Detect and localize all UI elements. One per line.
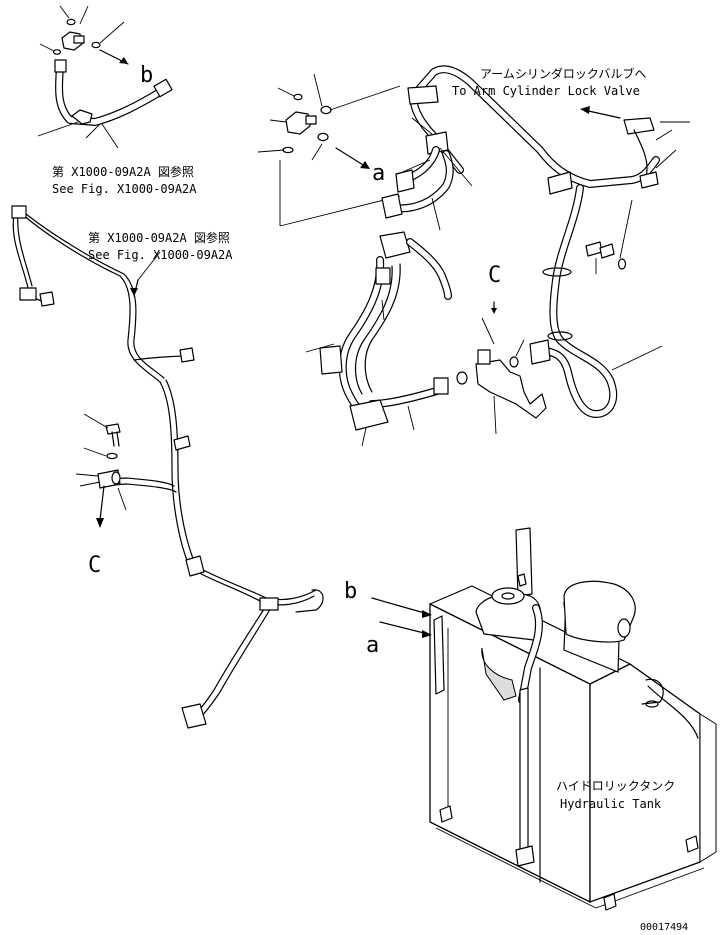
left-bolt-clamp-group: C [75, 413, 127, 578]
tank-note-jp: ハイドロリックタンク [556, 779, 675, 793]
label-c-right: C [488, 263, 501, 288]
label-a-top: a [372, 161, 385, 186]
ref-note-1-en: See Fig. X1000-09A2A [52, 182, 197, 196]
label-c-left: C [88, 553, 101, 578]
tank-note-en: Hydraulic Tank [560, 797, 662, 811]
upper-hoses [381, 117, 473, 231]
ref-note-1-jp: 第 X1000-09A2A 図参照 [52, 164, 194, 179]
ref-note-2-jp: 第 X1000-09A2A 図参照 [88, 230, 230, 245]
label-b-top: b [140, 63, 153, 88]
right-bolt-washer [585, 199, 633, 274]
center-hose-bundle [305, 231, 468, 447]
label-a-tank: a [366, 633, 379, 658]
tank-arrows: b a [344, 579, 432, 658]
label-b-tank: b [344, 579, 357, 604]
valve-block-c: C [475, 263, 547, 435]
top-left-hose [37, 59, 173, 149]
drawing-number: 00017494 [640, 922, 688, 933]
ref-note-2-en: See Fig. X1000-09A2A [88, 248, 233, 262]
arm-valve-note-jp: アームシリンダロックバルブへ [480, 66, 646, 81]
top-center-fitting-group: a [257, 73, 401, 227]
hydraulic-tank [429, 527, 717, 911]
right-loop-hose [529, 184, 663, 418]
left-wiring-harness [11, 205, 324, 729]
top-left-fitting-group: b [39, 5, 153, 88]
arm-valve-note-en: To Arm Cylinder Lock Valve [452, 84, 640, 98]
